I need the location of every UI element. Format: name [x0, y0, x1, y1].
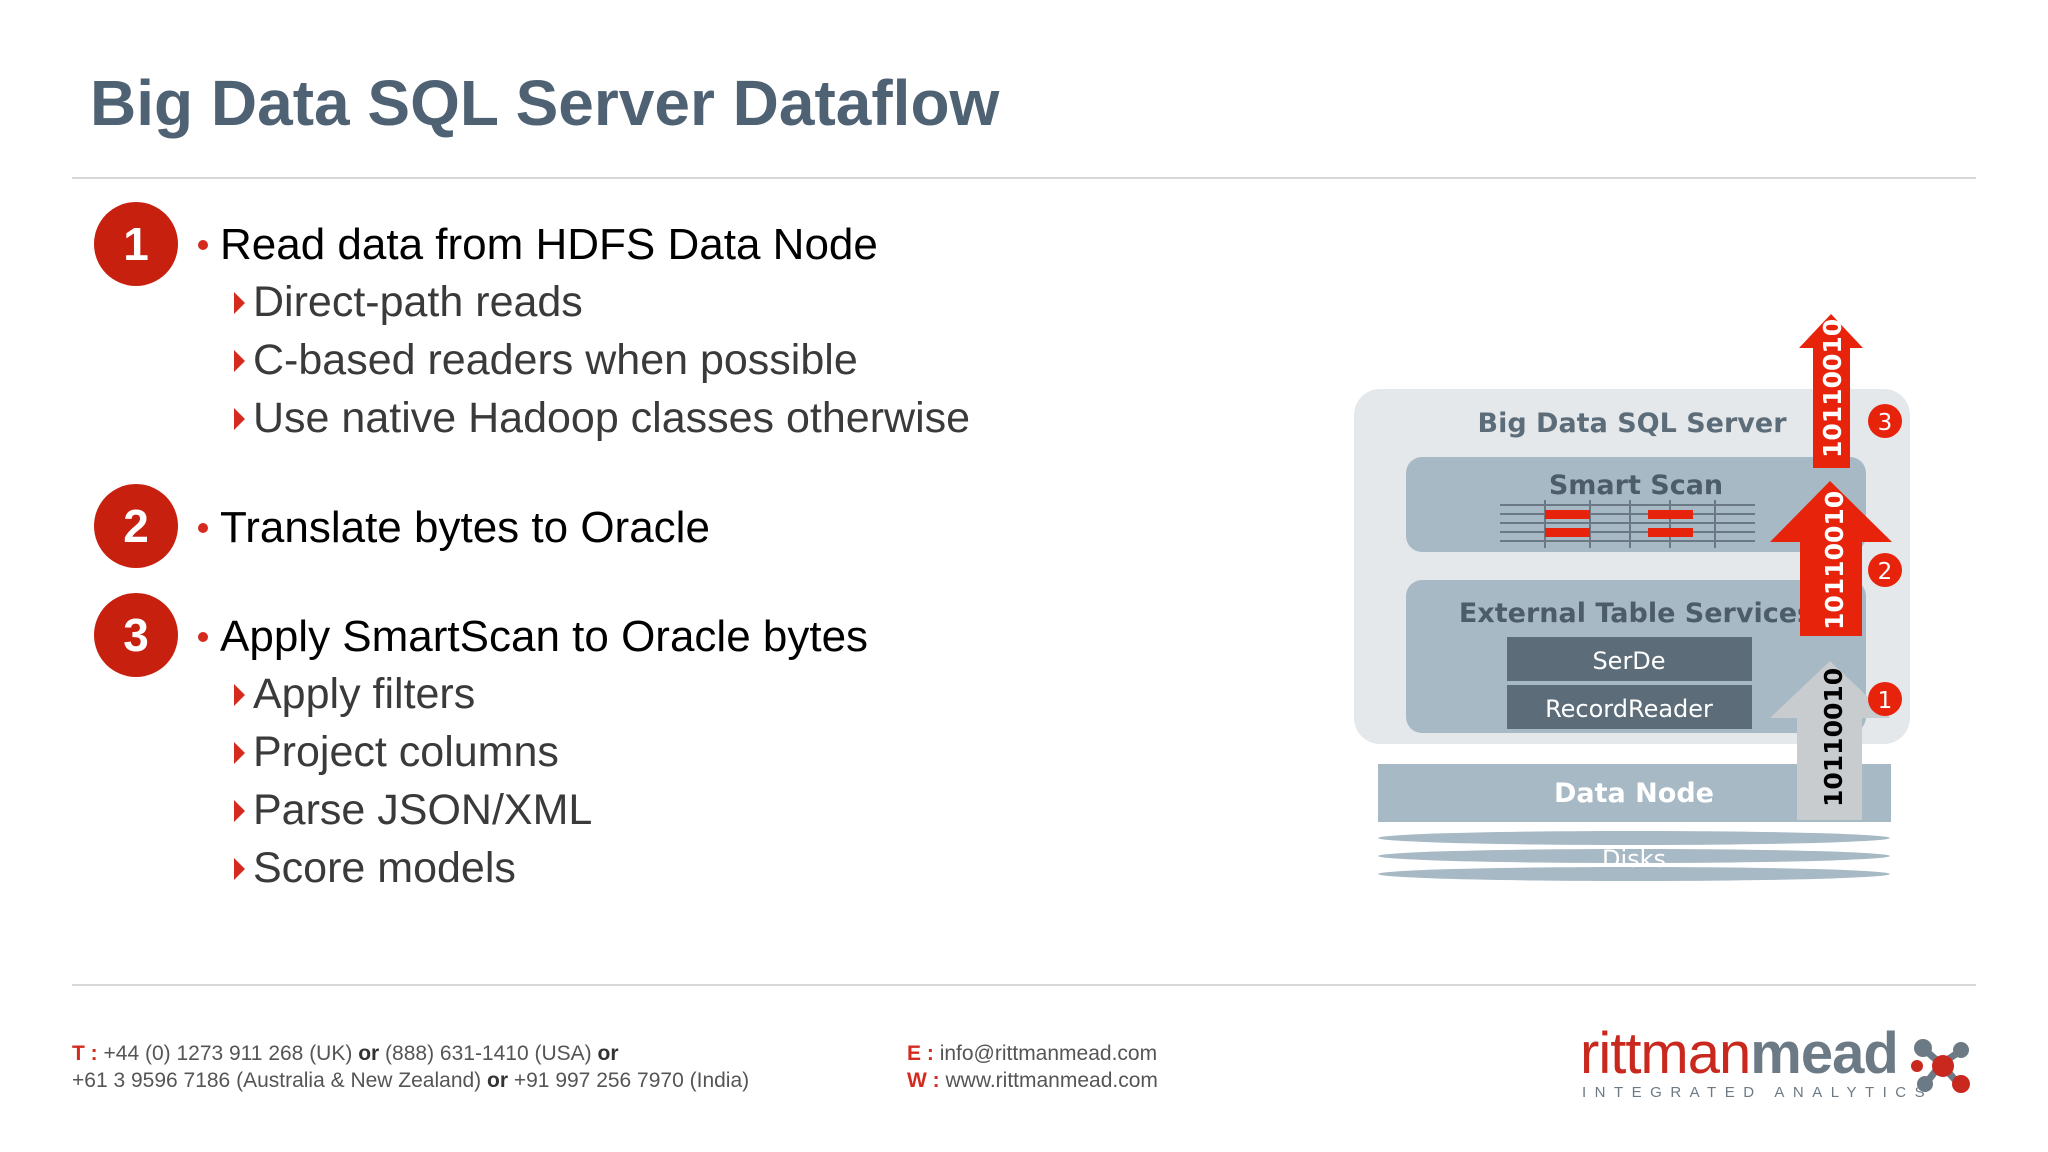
data-node-label: Data Node	[1554, 778, 1714, 809]
email-link[interactable]: info@rittmanmead.com	[939, 1042, 1158, 1065]
step-1-badge: 1	[94, 202, 178, 286]
phone-label: T :	[72, 1042, 98, 1065]
marker-1-label: 1	[1878, 688, 1893, 714]
recordreader-label: RecordReader	[1545, 695, 1713, 723]
server-label: Big Data SQL Server	[1477, 408, 1787, 439]
sub-bullet-arrow-icon	[234, 799, 245, 822]
grey-data-arrow	[1770, 661, 1890, 820]
phone-india: +91 997 256 7970 (India)	[513, 1069, 750, 1092]
dataflow-diagram: Big Data SQL Server Smart Scan External …	[1354, 314, 1910, 881]
title-divider	[72, 177, 1976, 179]
bits-label-3: 10110010	[1818, 319, 1847, 458]
step-3-text: Apply SmartScan to Oracle bytes	[220, 612, 869, 661]
disks-icon	[1378, 831, 1890, 881]
bullet-dot	[198, 632, 208, 642]
web-label: W :	[907, 1069, 940, 1092]
or-text: or	[487, 1069, 509, 1092]
smart-scan-label: Smart Scan	[1549, 470, 1723, 501]
marker-2-label: 2	[1878, 559, 1893, 585]
bullet-dot	[198, 523, 208, 533]
marker-3-label: 3	[1878, 410, 1893, 436]
company-logo: rittmanmead	[1580, 1021, 1899, 1086]
bits-label-2: 10110010	[1820, 491, 1849, 630]
sub-bullet-arrow-icon	[234, 741, 245, 764]
web-link[interactable]: www.rittmanmead.com	[945, 1069, 1158, 1092]
sub-bullet-arrow-icon	[234, 857, 245, 880]
table-grid-icon	[1500, 500, 1755, 548]
phone-usa: (888) 631-1410 (USA)	[385, 1042, 592, 1065]
step-2-text: Translate bytes to Oracle	[220, 503, 710, 552]
marker-1	[1868, 682, 1902, 716]
logo-tagline: INTEGRATED ANALYTICS	[1582, 1084, 1934, 1101]
filtered-cells-icon	[1545, 510, 1693, 537]
external-services-label: External Table Services	[1459, 598, 1813, 629]
step-3-subitem-4: Score models	[234, 844, 516, 893]
sub-bullet-arrow-icon	[234, 349, 245, 372]
email-label: E :	[907, 1042, 934, 1065]
molecule-logo-icon	[1911, 1039, 1970, 1093]
step-3-subitem-2: Project columns	[234, 728, 559, 777]
step-3-badge: 3	[94, 593, 178, 677]
footer-phones: T : +44 (0) 1273 911 268 (UK) or (888) 6…	[72, 1040, 749, 1094]
footer-divider	[72, 984, 1976, 986]
step-1-subitem-3: Use native Hadoop classes otherwise	[234, 394, 970, 443]
step-1-bullet: Read data from HDFS Data Node	[198, 220, 878, 270]
red-data-arrow-2	[1770, 481, 1892, 636]
step-3-subitem-3: Parse JSON/XML	[234, 786, 592, 835]
sub-bullet-arrow-icon	[234, 683, 245, 706]
step-2-bullet: Translate bytes to Oracle	[198, 503, 710, 553]
serde-box	[1507, 637, 1752, 681]
phone-australia: +61 3 9596 7186 (Australia & New Zealand…	[72, 1069, 482, 1092]
step-2-badge: 2	[94, 484, 178, 568]
disks-label: Disks	[1602, 845, 1666, 873]
sub-bullet-arrow-icon	[234, 291, 245, 314]
step-3-bullet: Apply SmartScan to Oracle bytes	[198, 612, 868, 662]
marker-3	[1868, 404, 1902, 438]
logo-part-2: mead	[1750, 1021, 1899, 1086]
logo-part-1: rittman	[1580, 1021, 1751, 1086]
sub-bullet-arrow-icon	[234, 407, 245, 430]
or-text: or	[597, 1042, 619, 1065]
bullet-dot	[198, 240, 208, 250]
or-text: or	[358, 1042, 380, 1065]
bits-label-1: 10110010	[1819, 668, 1848, 807]
recordreader-box	[1507, 685, 1752, 729]
red-data-arrow-3	[1799, 314, 1863, 468]
phone-uk: +44 (0) 1273 911 268 (UK)	[103, 1042, 353, 1065]
page-title: Big Data SQL Server Dataflow	[90, 67, 1000, 139]
serde-label: SerDe	[1592, 647, 1665, 675]
step-1-subitem-2: C-based readers when possible	[234, 336, 858, 385]
marker-2	[1868, 553, 1902, 587]
footer-contacts: E : info@rittmanmead.com W : www.rittman…	[907, 1040, 1158, 1094]
step-3-subitem-1: Apply filters	[234, 670, 475, 719]
step-1-text: Read data from HDFS Data Node	[220, 220, 878, 269]
step-1-subitem-1: Direct-path reads	[234, 278, 583, 327]
